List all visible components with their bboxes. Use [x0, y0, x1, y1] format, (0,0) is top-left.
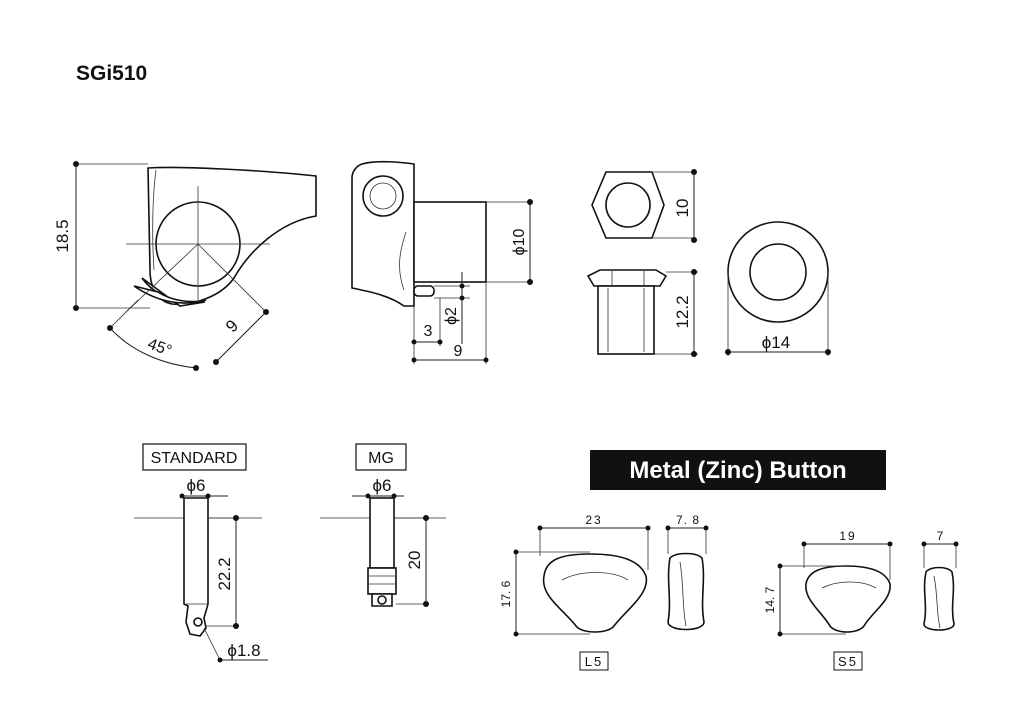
pin-offset: 3 — [424, 323, 433, 340]
side-view: 18.5 45° 9 — [53, 161, 317, 371]
bushing-height: 12.2 — [673, 295, 692, 328]
mg-post-shaft — [369, 497, 395, 569]
mg-post-height: 20 — [405, 551, 424, 570]
s5-height: 14. 7 — [763, 586, 777, 613]
button-l5-face — [542, 553, 648, 633]
washer-view: ϕ14 — [725, 221, 831, 356]
front-view: ϕ10 ϕ2 3 9 — [351, 160, 533, 364]
washer-inner — [749, 243, 807, 301]
hex-nut-view: 10 — [591, 169, 697, 243]
l5-thickness: 7. 8 — [676, 513, 700, 527]
front-pin — [413, 285, 435, 297]
bushing-view: 12.2 — [586, 269, 698, 357]
l5-width: 23 — [585, 513, 602, 527]
mg-post: MG ϕ6 20 — [320, 443, 446, 607]
model-title: SGi510 — [76, 62, 147, 85]
s5-label: S5 — [838, 654, 858, 669]
shaft-diameter: ϕ10 — [511, 229, 528, 256]
hex-height: 10 — [673, 199, 692, 218]
standard-post: STANDARD ϕ6 22.2 ϕ1.8 — [134, 443, 268, 663]
standard-label: STANDARD — [151, 450, 238, 467]
button-section-title: Metal (Zinc) Button — [629, 457, 846, 484]
bushing-flange — [586, 269, 668, 287]
front-post-hole — [362, 175, 404, 217]
washer-diameter: ϕ14 — [762, 333, 790, 352]
button-section-header: Metal (Zinc) Button — [590, 450, 886, 490]
bushing-sleeve — [597, 285, 655, 355]
height-dim: 18.5 — [53, 219, 72, 252]
standard-label-box — [142, 443, 247, 471]
button-s5: 19 14. 7 7 S5 — [763, 529, 959, 671]
button-l5: 23 17. 6 7. 8 L5 — [499, 513, 709, 671]
pin-diameter: ϕ2 — [443, 307, 460, 325]
mg-post-diameter: ϕ6 — [373, 476, 392, 495]
s5-thickness: 7 — [937, 529, 944, 543]
standard-hole-diameter: ϕ1.8 — [227, 641, 260, 660]
s5-width: 19 — [839, 529, 856, 543]
l5-label-box — [579, 651, 609, 671]
button-section-banner — [590, 450, 886, 490]
standard-post-shaft — [183, 497, 209, 637]
l5-height: 17. 6 — [499, 580, 513, 607]
s5-label-box — [833, 651, 863, 671]
housing-tip — [133, 285, 207, 304]
mg-post-collar — [367, 567, 397, 595]
button-s5-face — [805, 565, 891, 633]
l5-label: L5 — [585, 654, 603, 669]
standard-post-diameter: ϕ6 — [187, 476, 206, 495]
housing-edge — [152, 169, 157, 271]
button-s5-side — [923, 566, 955, 631]
mg-label-box — [355, 443, 407, 471]
shaft-length: 9 — [454, 343, 463, 360]
radius-dim: 9 — [222, 316, 242, 336]
mg-label: MG — [368, 450, 394, 467]
standard-post-height: 22.2 — [215, 557, 234, 590]
button-l5-side — [667, 552, 705, 631]
front-shaft — [413, 201, 487, 283]
